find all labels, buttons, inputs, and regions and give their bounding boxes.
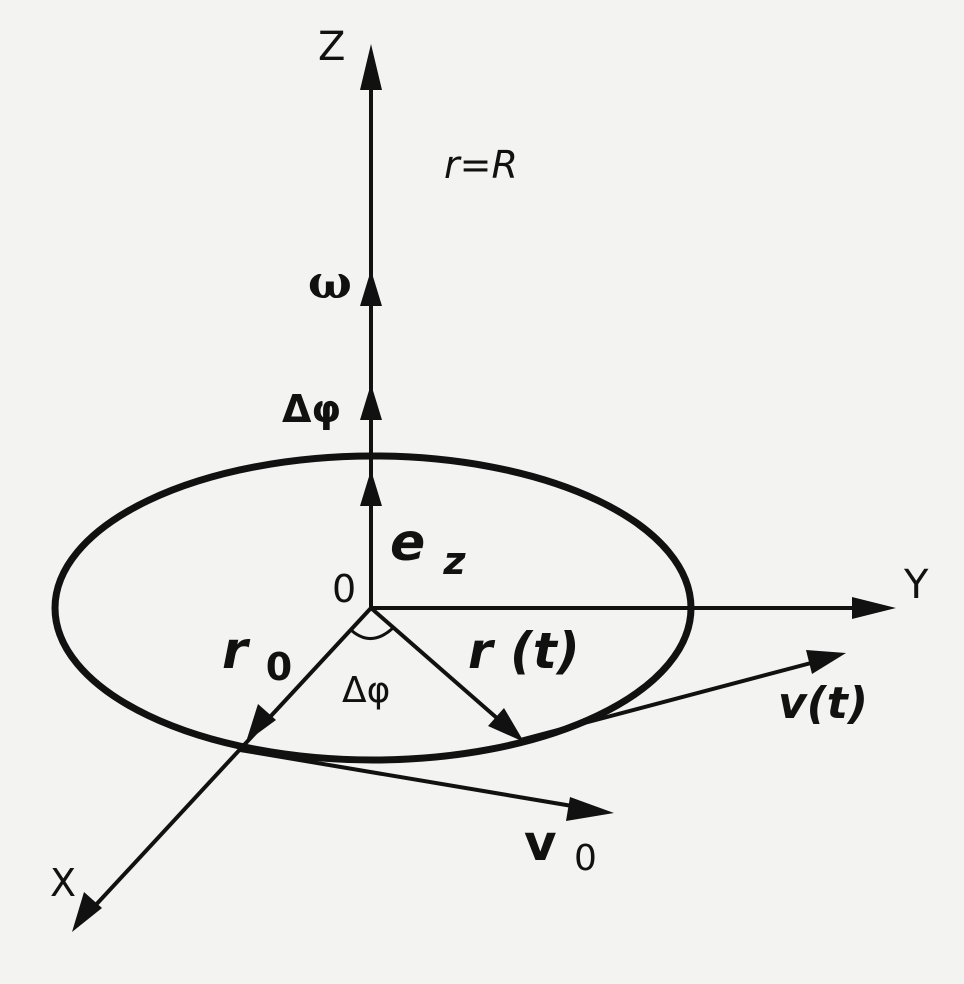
- v0-arrowhead: [566, 797, 614, 821]
- label-v0-main: v: [524, 814, 557, 872]
- x-axis: [78, 606, 373, 924]
- label-unit-vector-sub: z: [442, 539, 466, 583]
- label-v0-sub: 0: [574, 838, 597, 879]
- omega-arrowhead: [360, 270, 382, 306]
- label-unit-vector-main: e: [390, 513, 425, 573]
- label-axis-x: X: [50, 861, 76, 905]
- label-omega: ω: [308, 255, 352, 309]
- label-delta-phi-angle: Δφ: [342, 670, 390, 711]
- delta-phi-arrowhead: [360, 384, 382, 420]
- delta-phi-arc: [349, 626, 395, 640]
- r0-arrowhead: [246, 704, 276, 742]
- label-condition: r=R: [444, 143, 518, 187]
- label-v0: v 0: [524, 814, 597, 879]
- v-of-t-arrowhead: [806, 650, 846, 674]
- label-r0: r 0: [222, 621, 292, 689]
- label-axis-z: Z: [318, 24, 345, 70]
- label-origin: 0: [332, 567, 356, 611]
- r-of-t-vector: [369, 606, 516, 735]
- label-v-of-t: v(t): [778, 678, 868, 729]
- label-r-of-t: r (t): [468, 622, 580, 680]
- z-axis-arrowhead: [360, 44, 382, 90]
- v-of-t-vector: [519, 656, 831, 742]
- y-axis-arrowhead: [852, 597, 896, 619]
- ez-arrowhead: [360, 470, 382, 506]
- r-of-t-arrowhead: [488, 708, 524, 742]
- label-unit-vector: e z: [390, 513, 466, 583]
- label-delta-phi-vector: Δφ: [282, 387, 341, 431]
- v0-vector: [239, 748, 597, 812]
- x-axis-arrowhead: [72, 892, 102, 932]
- label-r0-sub: 0: [266, 645, 292, 689]
- label-axis-y: Y: [903, 562, 929, 608]
- label-r0-main: r: [222, 621, 251, 681]
